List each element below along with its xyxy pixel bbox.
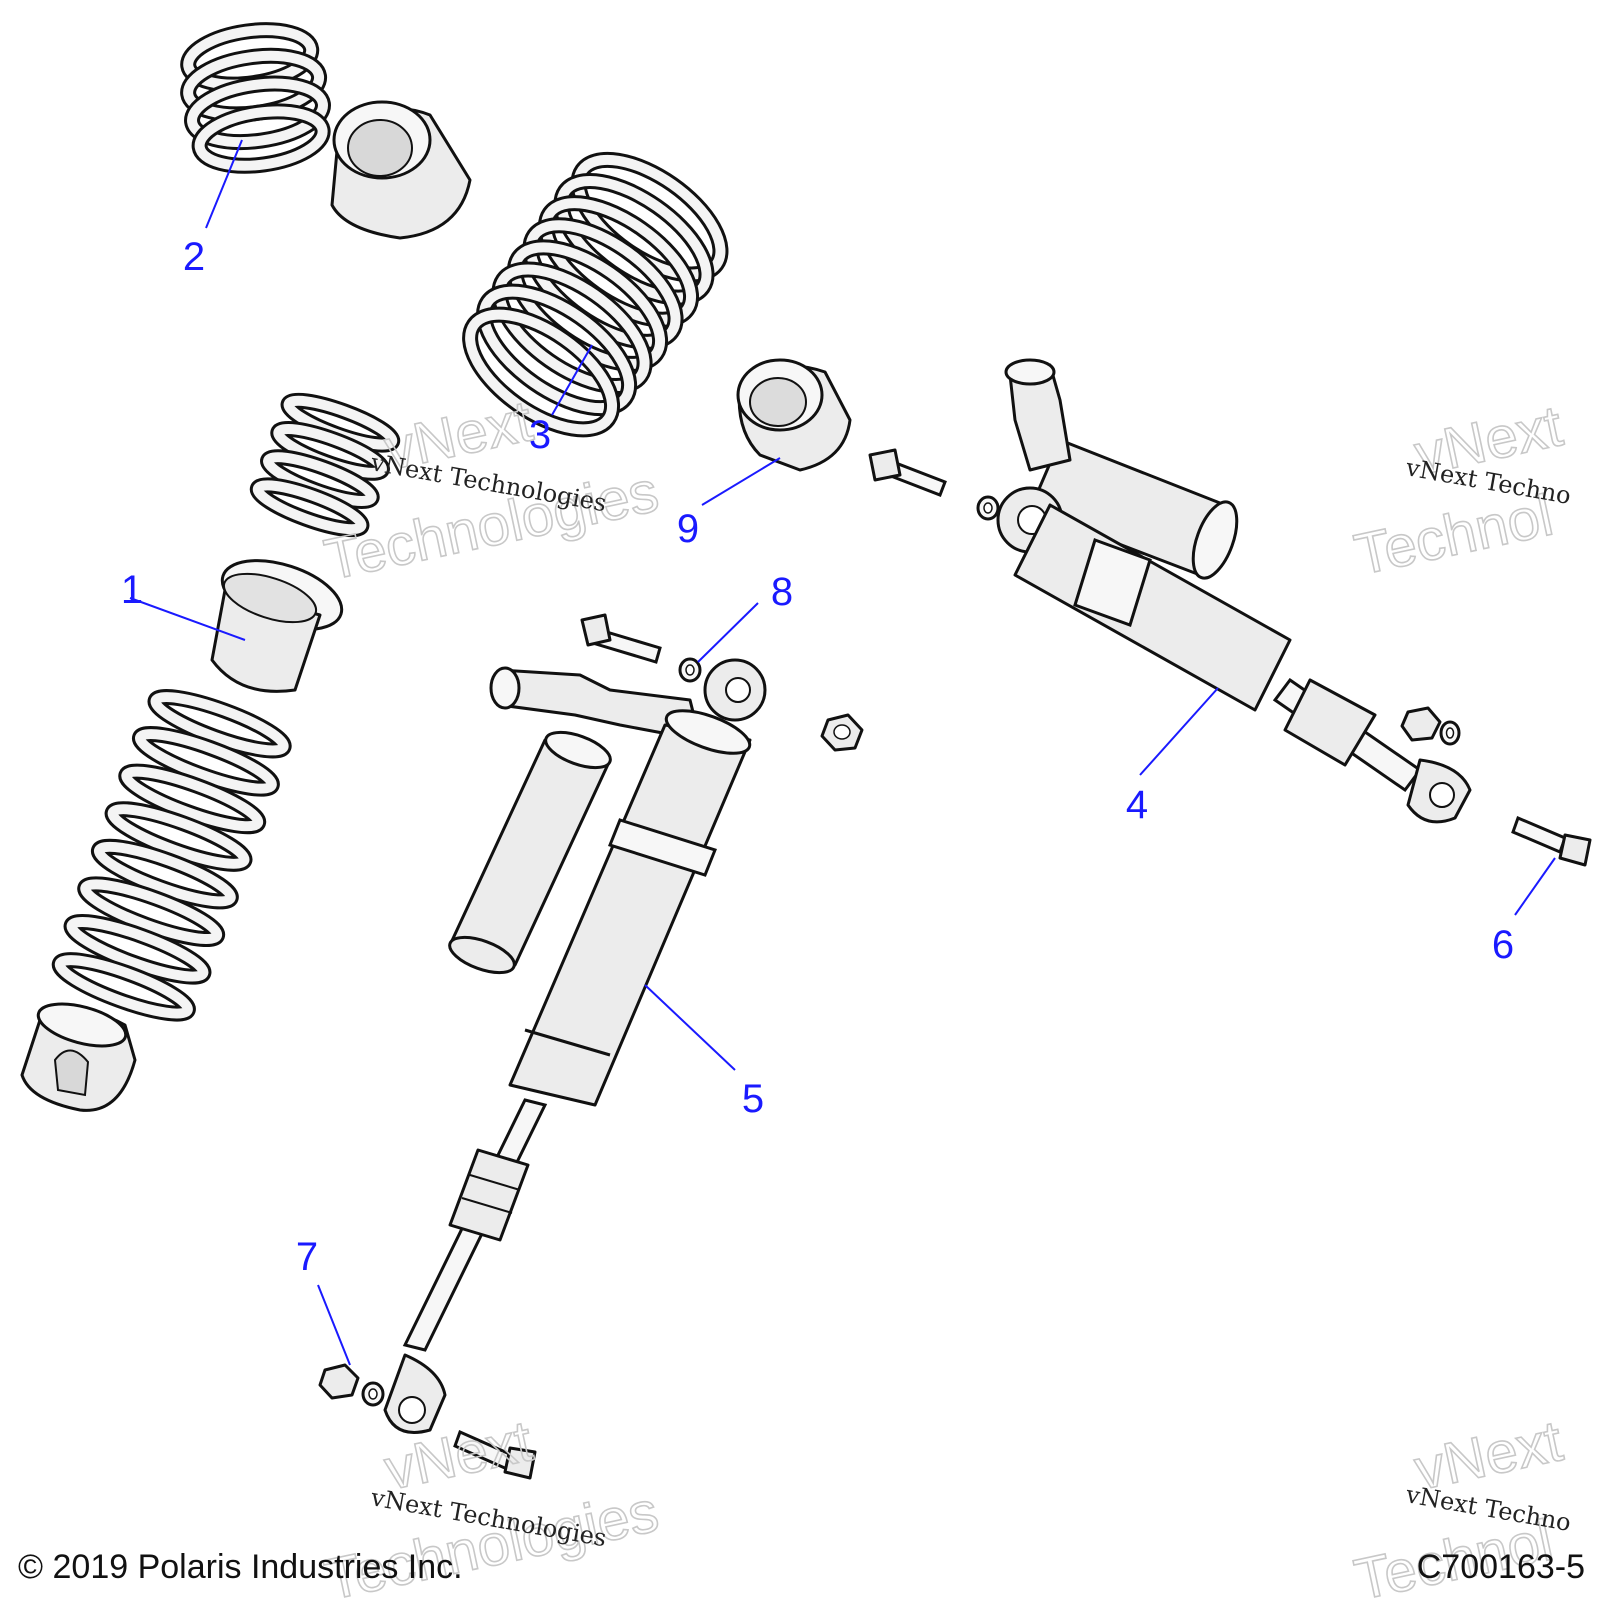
- leader-4: [1139, 687, 1219, 776]
- nut-lower-left: [318, 1363, 360, 1400]
- callout-9: 9: [677, 507, 699, 551]
- bolt-lower-center: [453, 1429, 537, 1480]
- spring-small-left: [249, 392, 401, 538]
- copyright-text: © 2019 Polaris Industries Inc.: [18, 1548, 463, 1586]
- bolt-upper-right: [868, 448, 947, 497]
- drawing-number: C700163-5: [1417, 1548, 1585, 1586]
- callout-2: 2: [183, 235, 205, 279]
- callout-8: 8: [771, 570, 793, 614]
- spring-small-top: [180, 22, 331, 174]
- washer-lower-left: [361, 1381, 385, 1407]
- leader-5: [644, 984, 736, 1071]
- leader-2: [205, 139, 243, 229]
- leader-7: [317, 1284, 351, 1366]
- bolt-center-top: [580, 613, 662, 664]
- shock-center: [383, 658, 767, 1434]
- leader-3: [551, 344, 593, 416]
- washer-center-top: [678, 657, 702, 683]
- callout-7: 7: [296, 1235, 318, 1279]
- washer-right: [1439, 720, 1461, 746]
- spring-retainer-left: [20, 1002, 137, 1112]
- spring-large: [462, 151, 729, 438]
- watermark-top-right: vNext Technol vNext Techno: [1348, 393, 1573, 589]
- leader-8: [697, 602, 759, 663]
- spring-retainer: [736, 358, 852, 472]
- leader-6: [1514, 857, 1556, 916]
- bolt-right-lower: [1511, 815, 1592, 867]
- nut-center: [820, 713, 864, 752]
- shock-right: [996, 358, 1472, 824]
- crossover-sleeve: [210, 559, 344, 693]
- washer-upper-right: [976, 495, 1000, 521]
- callout-5: 5: [742, 1077, 764, 1121]
- spring-coupler-top: [330, 100, 472, 240]
- callout-1: 1: [121, 568, 143, 612]
- callout-6: 6: [1492, 923, 1514, 967]
- leader-1: [129, 597, 246, 641]
- nut-right: [1400, 706, 1442, 742]
- leader-9: [701, 457, 781, 506]
- spring-long-left: [51, 689, 292, 1022]
- callout-4: 4: [1126, 783, 1148, 827]
- callout-3: 3: [529, 413, 551, 457]
